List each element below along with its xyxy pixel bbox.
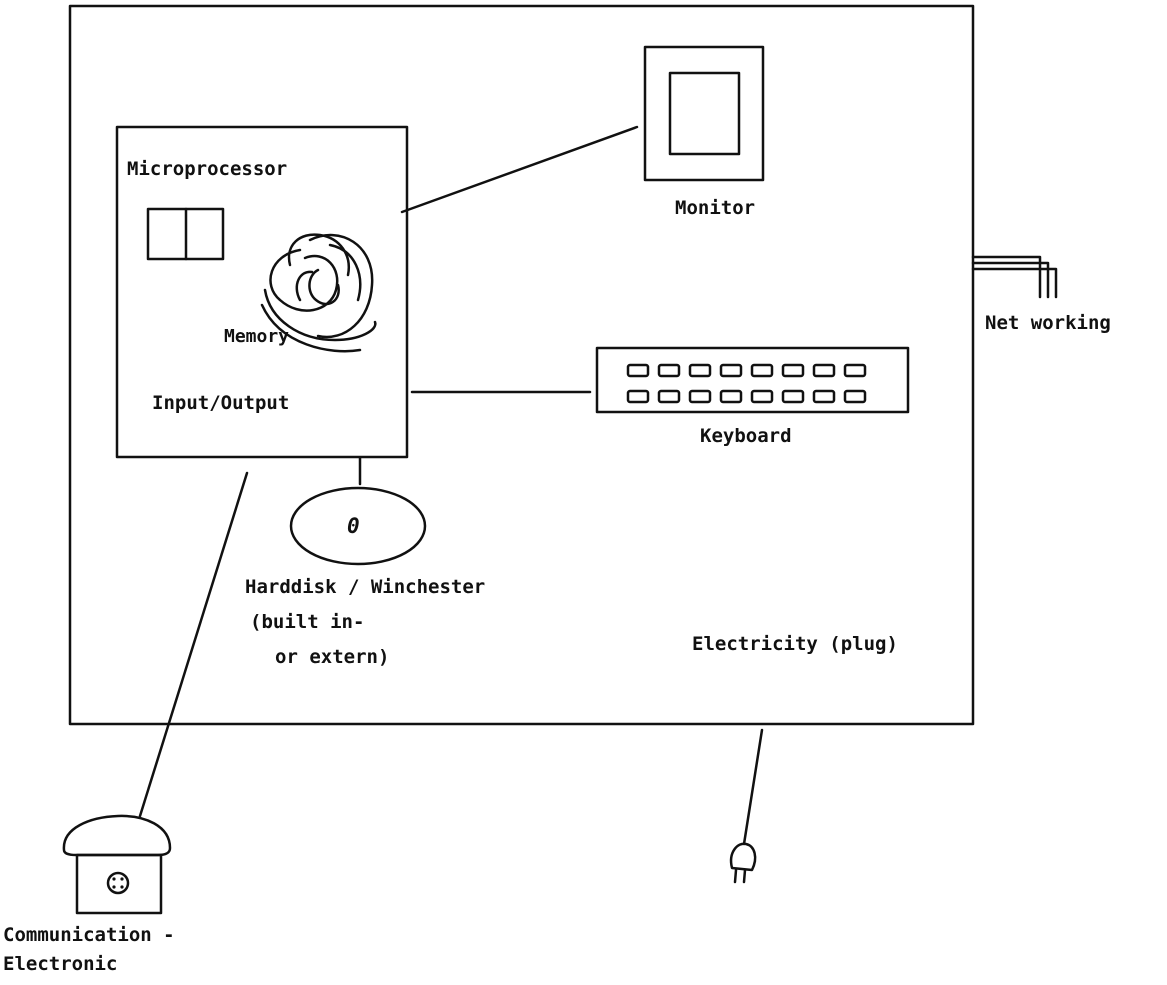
harddisk-label-line3: or extern)	[275, 646, 389, 668]
keyboard-key	[659, 365, 679, 376]
keyboard-key	[814, 365, 834, 376]
telephone-icon	[64, 816, 170, 913]
keyboard-key	[752, 391, 772, 402]
harddisk-label-line1: Harddisk / Winchester	[245, 576, 485, 598]
processor-communication-connection	[140, 473, 247, 816]
outer-system-frame	[70, 6, 973, 724]
keyboard-key	[659, 391, 679, 402]
keyboard-key	[752, 365, 772, 376]
keyboard-key	[783, 365, 803, 376]
networking-label: Net working	[985, 312, 1111, 334]
network-connector-icon	[973, 257, 1056, 297]
keyboard-key	[721, 391, 741, 402]
chip-icon	[148, 209, 223, 259]
harddisk-label-line2: (built in-	[250, 611, 364, 633]
monitor-icon	[645, 47, 763, 180]
keyboard-key	[845, 391, 865, 402]
keyboard-key	[721, 365, 741, 376]
microprocessor-label: Microprocessor	[127, 158, 287, 180]
keyboard-key	[845, 365, 865, 376]
communication-label-line1: Communication -	[3, 924, 175, 946]
keyboard-icon	[597, 348, 908, 412]
communication-label-line2: Electronic	[3, 953, 117, 975]
keyboard-key	[628, 391, 648, 402]
electricity-label: Electricity (plug)	[692, 633, 898, 655]
harddisk-symbol: 0	[347, 514, 360, 538]
keyboard-key	[690, 391, 710, 402]
processor-monitor-connection	[402, 127, 637, 212]
memory-label: Memory	[224, 326, 289, 347]
keyboard-key	[690, 365, 710, 376]
keyboard-key	[628, 365, 648, 376]
plug-icon	[731, 844, 755, 882]
input-output-label: Input/Output	[152, 392, 289, 414]
keyboard-label: Keyboard	[700, 425, 792, 447]
keyboard-key	[783, 391, 803, 402]
keyboard-key	[814, 391, 834, 402]
electricity-cord	[744, 730, 762, 844]
monitor-label: Monitor	[675, 197, 755, 219]
